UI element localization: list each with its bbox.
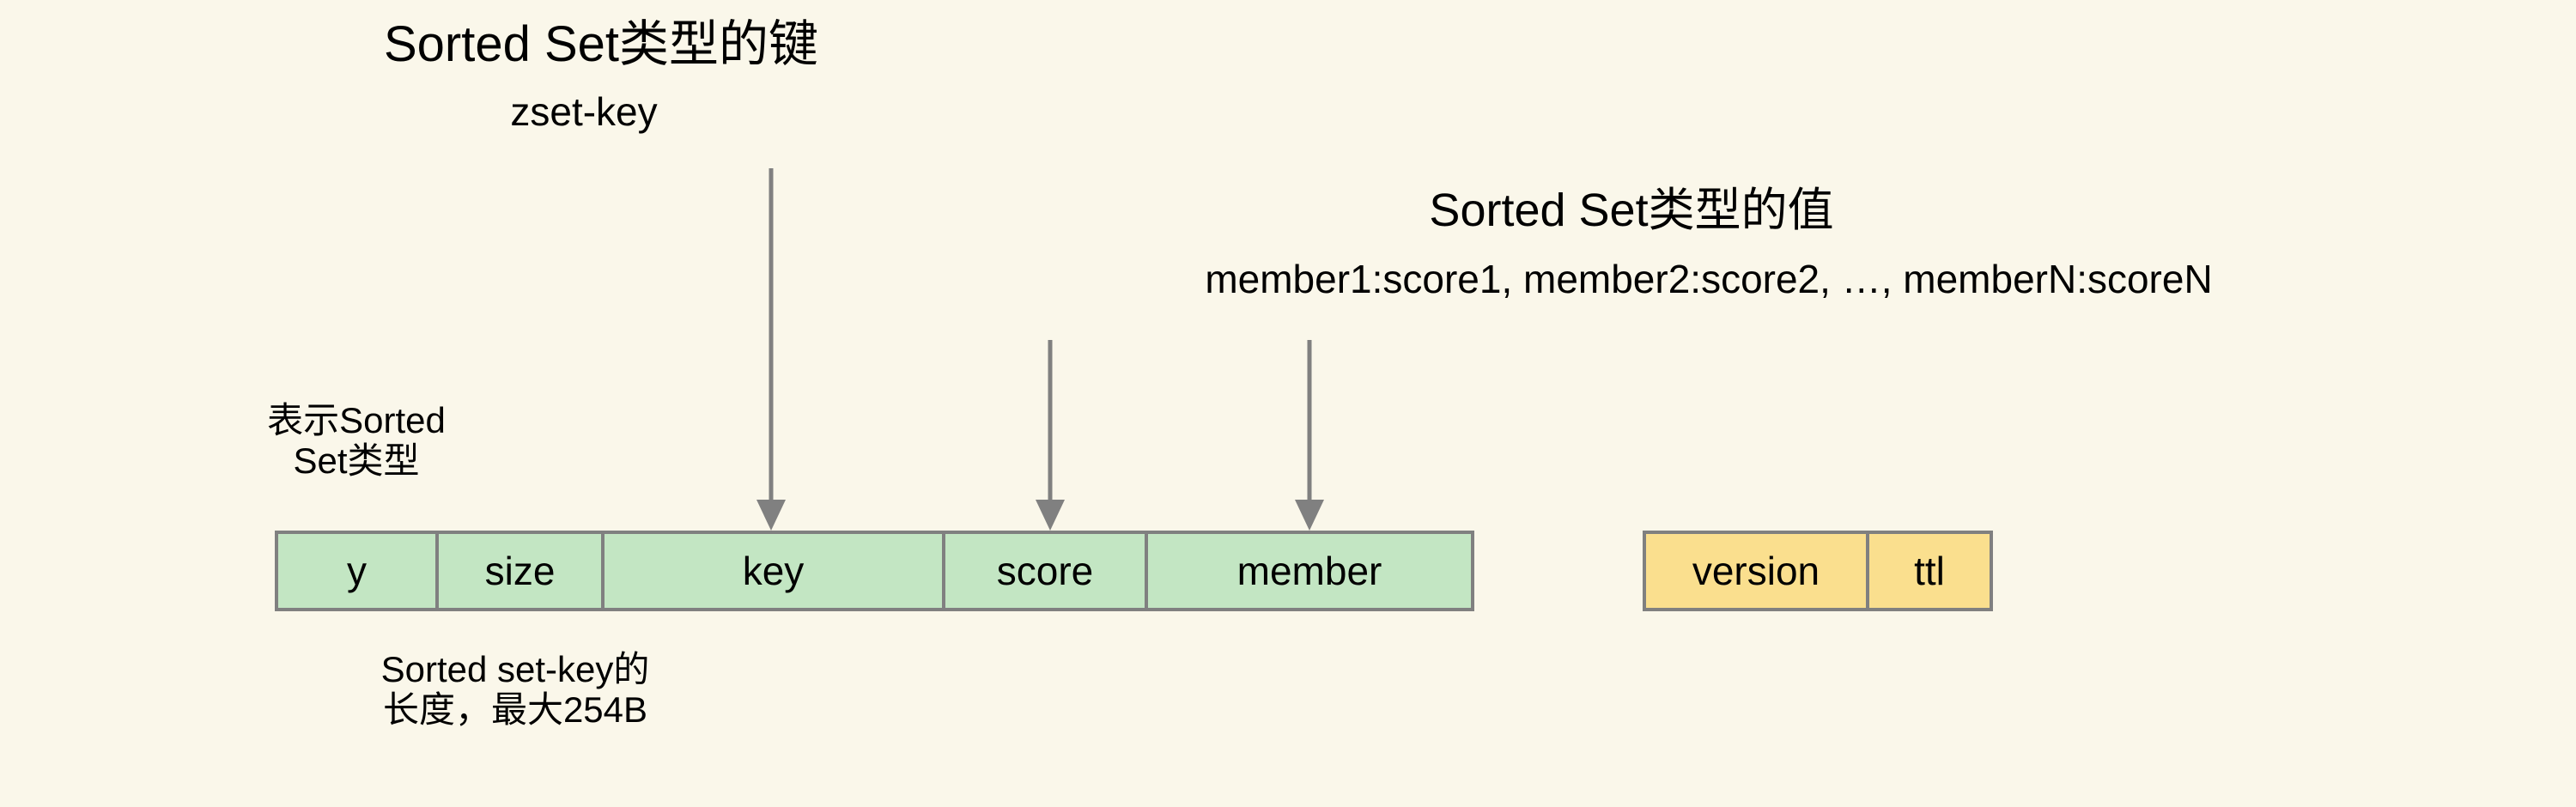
key-length-note-label: Sorted set-key的 长度，最大254B — [380, 649, 650, 731]
cell-type-flag: y — [278, 534, 439, 608]
key-title-label: Sorted Set类型的键 — [383, 16, 819, 72]
sorted-set-entry-row: y size key score member — [275, 531, 1474, 611]
metadata-row: version ttl — [1643, 531, 1993, 611]
key-subtitle-label: zset-key — [510, 89, 658, 134]
type-flag-note-label: 表示Sorted Set类型 — [267, 400, 446, 482]
arrow-to-key-icon — [745, 168, 797, 532]
value-title-label: Sorted Set类型的值 — [1429, 185, 1834, 236]
cell-key: key — [605, 534, 945, 608]
cell-size: size — [439, 534, 605, 608]
cell-member: member — [1148, 534, 1474, 608]
cell-ttl: ttl — [1869, 534, 1993, 608]
value-subtitle-label: member1:score1, member2:score2, …, membe… — [1205, 257, 2213, 301]
cell-version: version — [1646, 534, 1869, 608]
arrow-to-member-icon — [1284, 340, 1335, 532]
cell-score: score — [945, 534, 1148, 608]
arrow-to-score-icon — [1024, 340, 1076, 532]
